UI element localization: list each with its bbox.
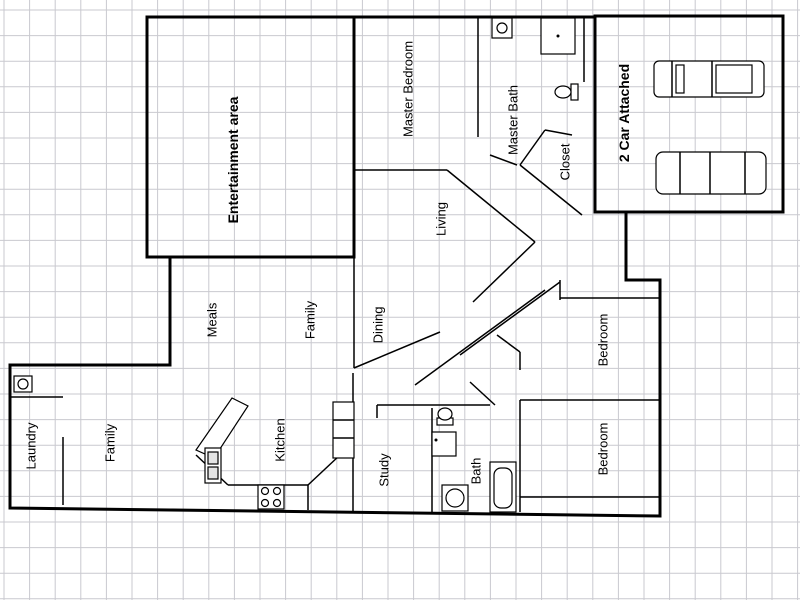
master-bath-shower — [540, 17, 576, 55]
wall — [489, 154, 518, 166]
fridge — [332, 401, 355, 459]
wall — [472, 241, 536, 303]
bath-sink — [441, 484, 469, 512]
bathtub — [489, 461, 517, 513]
label-family-left: Family — [103, 423, 118, 462]
master-toilet — [554, 83, 579, 101]
wall — [519, 164, 583, 216]
label-study: Study — [377, 453, 392, 487]
wall — [446, 169, 536, 243]
label-bath: Bath — [469, 458, 484, 485]
wall — [459, 281, 561, 356]
label-kitchen: Kitchen — [273, 418, 288, 461]
kitchen-island — [195, 397, 249, 459]
label-dining: Dining — [371, 307, 386, 344]
wall — [519, 129, 546, 166]
label-garage: 2 Car Attached — [616, 64, 632, 162]
label-meals: Meals — [205, 302, 220, 337]
bath-toilet — [436, 407, 454, 426]
cooktop — [257, 484, 285, 510]
entertainment-wall — [145, 15, 356, 259]
label-family-center: Family — [303, 300, 318, 339]
room-labels: Entertainment area Master Bedroom Master… — [24, 41, 633, 487]
interior-walls — [10, 17, 660, 512]
wall — [307, 454, 341, 486]
label-bedroom-lower: Bedroom — [596, 423, 611, 476]
label-entertainment-area: Entertainment area — [225, 96, 241, 223]
fixtures — [13, 17, 767, 513]
kitchen-sink — [204, 447, 222, 484]
label-bedroom-upper: Bedroom — [596, 314, 611, 367]
car-bottom — [655, 151, 767, 195]
wall — [353, 331, 441, 369]
label-closet: Closet — [558, 143, 573, 180]
exterior-walls — [8, 14, 785, 518]
house-outline — [8, 15, 662, 518]
label-living: Living — [434, 202, 449, 236]
bath-shower — [431, 431, 457, 457]
wall — [414, 289, 546, 386]
master-bath-sink — [491, 17, 513, 39]
wall — [469, 381, 496, 406]
laundry-washer — [13, 375, 33, 393]
label-master-bath: Master Bath — [506, 85, 521, 155]
garage-wall — [593, 14, 785, 214]
car-top — [653, 60, 765, 98]
label-laundry: Laundry — [24, 422, 39, 469]
wall — [544, 129, 573, 136]
wall — [496, 334, 521, 353]
label-master-bedroom: Master Bedroom — [401, 41, 416, 137]
